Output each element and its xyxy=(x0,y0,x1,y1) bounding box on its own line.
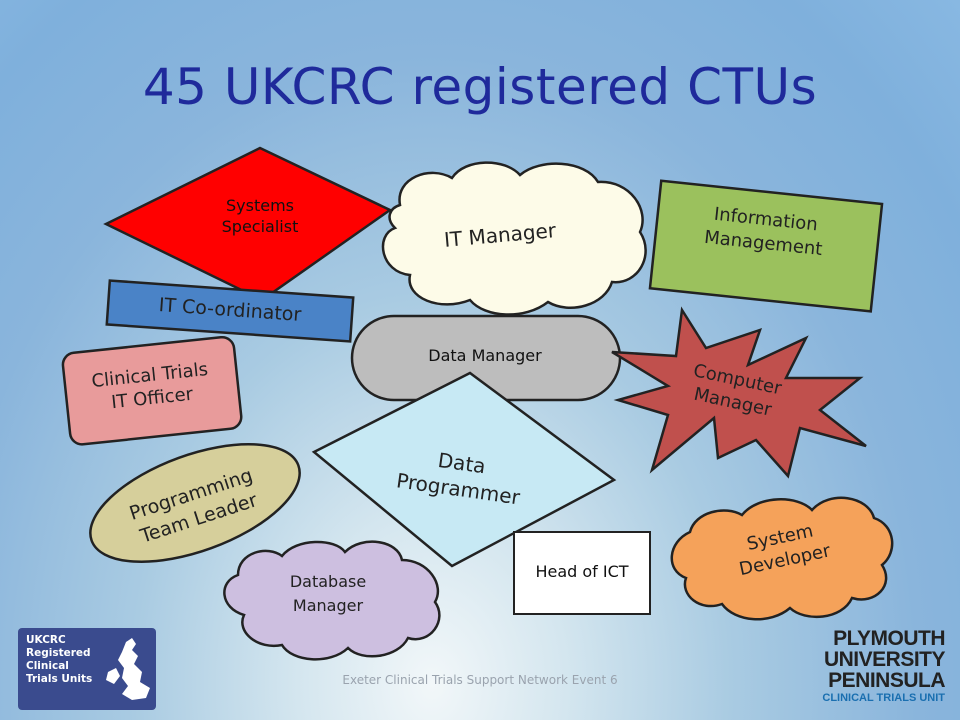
data-manager-label: Data Manager xyxy=(428,346,542,365)
systems-specialist-label: Systems Specialist xyxy=(200,196,320,238)
database-manager-shape xyxy=(223,540,441,661)
systems-specialist-text: Systems Specialist xyxy=(221,196,299,236)
uk-map-icon xyxy=(106,638,150,700)
programming-team-leader-shape xyxy=(89,443,301,563)
ukcrc-logo-text: UKCRC Registered Clinical Trials Units xyxy=(26,634,93,686)
plymouth-university-logo: PLYMOUTH UNIVERSITY PENINSULA CLINICAL T… xyxy=(800,628,945,705)
head-of-ict-label: Head of ICT xyxy=(535,562,629,581)
computer-manager-shape xyxy=(611,306,867,479)
information-management-shape xyxy=(648,179,884,313)
ukcrc-logo: UKCRC Registered Clinical Trials Units xyxy=(18,628,156,710)
database-manager-label: Database Manager xyxy=(289,572,367,615)
head-of-ict-shape xyxy=(513,531,651,615)
logo-line-university: UNIVERSITY xyxy=(823,648,946,671)
footer-text: Exeter Clinical Trials Support Network E… xyxy=(342,673,618,687)
logo-line-peninsula: PENINSULA xyxy=(828,669,945,692)
clinical-trials-it-officer-shape xyxy=(61,335,243,446)
system-developer-shape xyxy=(670,496,894,621)
systems-specialist-shape xyxy=(103,146,393,302)
it-coordinator-shape xyxy=(105,279,355,343)
logo-line-ctu: CLINICAL TRIALS UNIT xyxy=(822,692,945,704)
logo-line-plymouth: PLYMOUTH xyxy=(833,627,945,650)
it-manager-shape xyxy=(381,161,647,316)
slide-title: 45 UKCRC registered CTUs xyxy=(142,58,818,116)
data-programmer-shape xyxy=(311,371,617,568)
